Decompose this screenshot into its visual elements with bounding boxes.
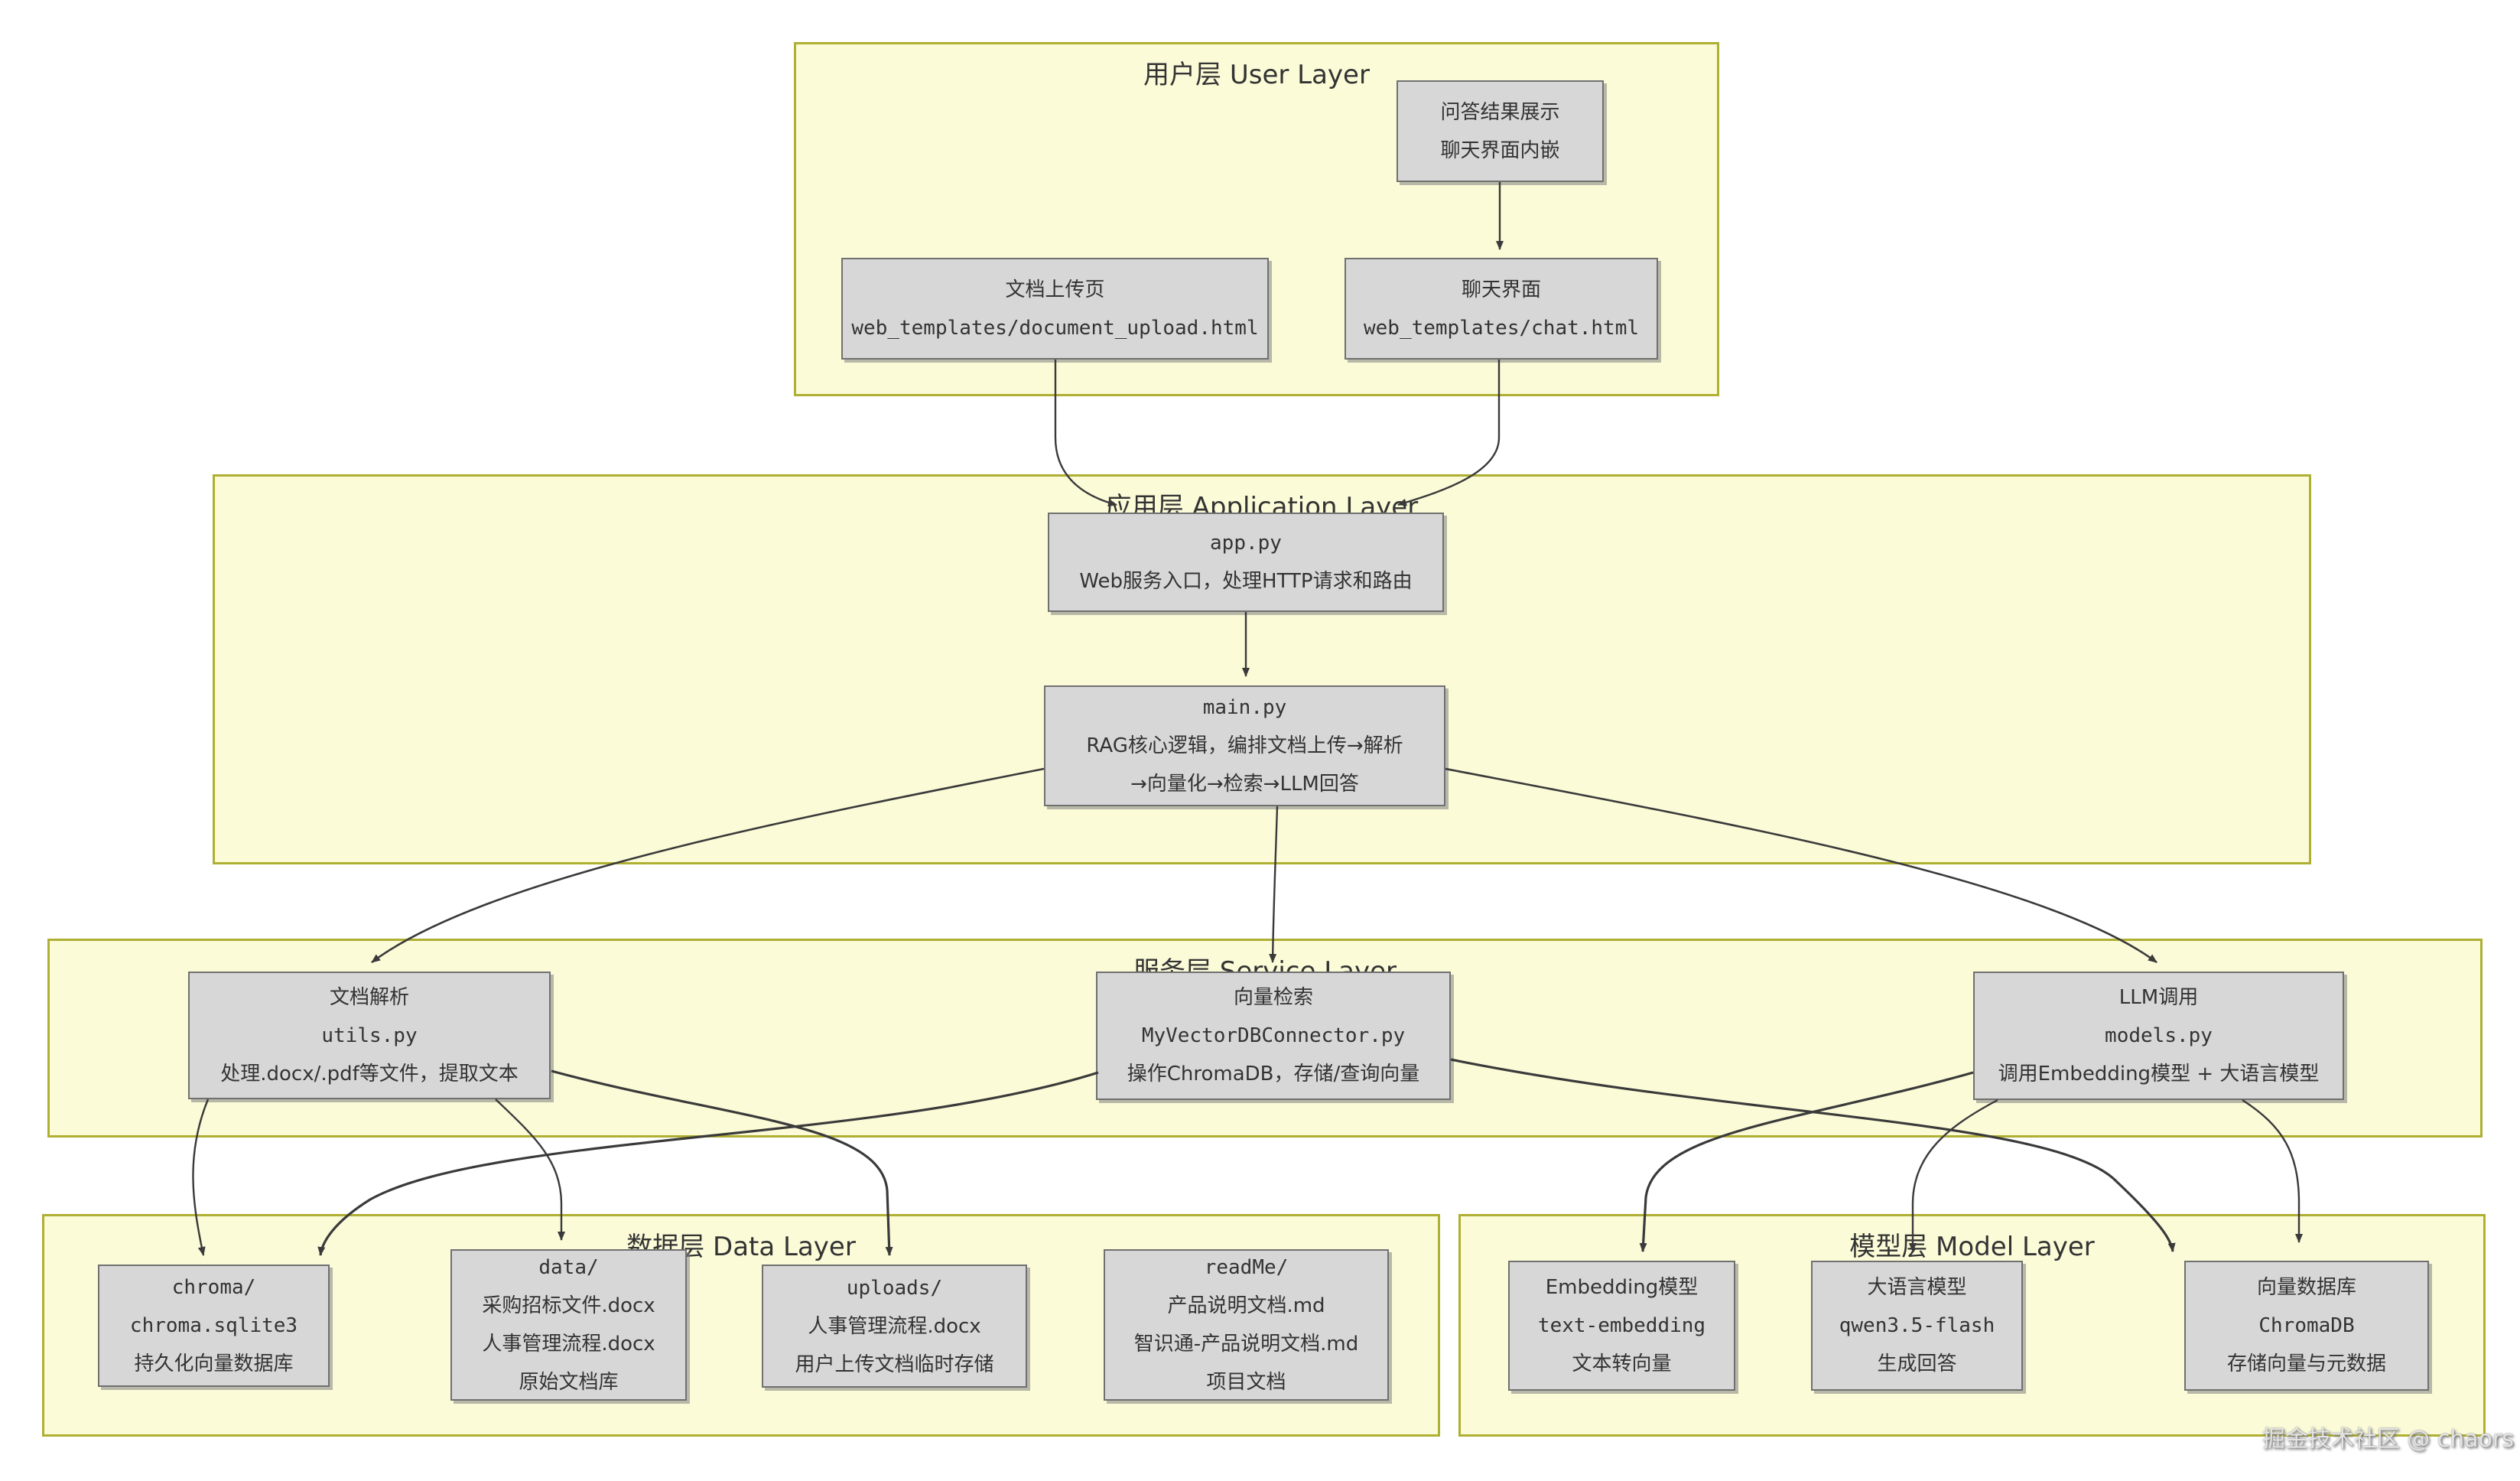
node-chroma-dir-line: 持久化向量数据库 bbox=[134, 1352, 294, 1375]
node-vector-db: 向量数据库 ChromaDB 存储向量与元数据 bbox=[2184, 1261, 2429, 1391]
node-uploads-dir-line: 用户上传文档临时存储 bbox=[795, 1352, 994, 1376]
node-upload-page-line: web_templates/document_upload.html bbox=[851, 316, 1259, 340]
node-uploads-dir-line: 人事管理流程.docx bbox=[808, 1314, 981, 1338]
node-llm-call-line: models.py bbox=[2105, 1024, 2213, 1047]
node-data-dir: data/采购招标文件.docx 人事管理流程.docx 原始文档库 bbox=[450, 1249, 687, 1401]
node-vector-search-line: 向量检索 bbox=[1233, 986, 1313, 1009]
node-embedding: Embedding模型 text-embedding 文本转向量 bbox=[1508, 1261, 1735, 1391]
layer-title-model: 模型层 Model Layer bbox=[1849, 1232, 2095, 1262]
node-embedding-line: text-embedding bbox=[1537, 1314, 1706, 1337]
node-readme-dir-line: 产品说明文档.md bbox=[1167, 1294, 1325, 1317]
node-data-dir-line: 采购招标文件.docx bbox=[482, 1294, 655, 1317]
node-app-py-line: Web服务入口，处理HTTP请求和路由 bbox=[1079, 570, 1413, 593]
node-chat-page: 聊天界面 web_templates/chat.html bbox=[1345, 258, 1658, 360]
node-llm-model-line: 生成回答 bbox=[1877, 1352, 1957, 1375]
node-chroma-dir-line: chroma.sqlite3 bbox=[129, 1314, 298, 1337]
node-vector-search-line: MyVectorDBConnector.py bbox=[1141, 1024, 1406, 1047]
node-llm-model-line: 大语言模型 bbox=[1867, 1276, 1967, 1299]
node-chat-page-line: 聊天界面 bbox=[1461, 278, 1541, 301]
node-readme-dir-line: readMe/ bbox=[1204, 1256, 1289, 1279]
node-vector-db-line: 存储向量与元数据 bbox=[2226, 1352, 2386, 1375]
node-qa-result-line: 问答结果展示 bbox=[1440, 100, 1560, 124]
node-qa-result-line: 聊天界面内嵌 bbox=[1440, 138, 1560, 162]
node-vector-search: 向量检索 MyVectorDBConnector.py 操作ChromaDB，存储/… bbox=[1096, 972, 1451, 1100]
node-vector-search-line: 操作ChromaDB，存储/查询向量 bbox=[1127, 1063, 1420, 1086]
node-chat-page-line: web_templates/chat.html bbox=[1363, 316, 1640, 340]
node-qa-result: 问答结果展示聊天界面内嵌 bbox=[1397, 80, 1604, 182]
node-doc-parse-line: 处理.docx/.pdf等文件，提取文本 bbox=[220, 1062, 519, 1086]
node-chroma-dir: chroma/chroma.sqlite3 持久化向量数据库 bbox=[98, 1265, 330, 1387]
node-doc-parse-line: utils.py bbox=[321, 1024, 418, 1047]
node-embedding-line: Embedding模型 bbox=[1545, 1276, 1699, 1299]
node-uploads-dir: uploads/人事管理流程.docx 用户上传文档临时存储 bbox=[762, 1265, 1027, 1388]
node-main-py-line: main.py bbox=[1202, 696, 1287, 719]
node-chroma-dir-line: chroma/ bbox=[171, 1276, 256, 1299]
node-main-py-line: →向量化→检索→LLM回答 bbox=[1130, 773, 1359, 796]
node-main-py-line: RAG核心逻辑，编排文档上传→解析 bbox=[1086, 734, 1403, 757]
node-vector-db-line: 向量数据库 bbox=[2256, 1276, 2356, 1299]
node-embedding-line: 文本转向量 bbox=[1572, 1352, 1672, 1375]
node-uploads-dir-line: uploads/ bbox=[846, 1276, 943, 1300]
node-doc-parse: 文档解析 utils.py 处理.docx/.pdf等文件，提取文本 bbox=[188, 972, 551, 1099]
node-llm-call: LLM调用 models.py 调用Embedding模型 + 大语言模型 bbox=[1973, 972, 2344, 1100]
node-readme-dir-line: 智识通-产品说明文档.md bbox=[1133, 1333, 1359, 1356]
watermark: 掘金技术社区 @ chaors bbox=[2261, 1426, 2514, 1453]
node-upload-page: 文档上传页 web_templates/document_upload.html bbox=[841, 258, 1269, 360]
node-llm-call-line: 调用Embedding模型 + 大语言模型 bbox=[1998, 1063, 2320, 1086]
node-readme-dir: readMe/产品说明文档.md 智识通-产品说明文档.md 项目文档 bbox=[1104, 1249, 1389, 1401]
node-app-py-line: app.py bbox=[1210, 532, 1282, 555]
node-data-dir-line: 原始文档库 bbox=[519, 1371, 619, 1394]
node-upload-page-line: 文档上传页 bbox=[1005, 278, 1105, 301]
node-llm-model-line: qwen3.5-flash bbox=[1839, 1314, 1995, 1337]
node-readme-dir-line: 项目文档 bbox=[1206, 1371, 1286, 1394]
node-vector-db-line: ChromaDB bbox=[2258, 1314, 2355, 1337]
node-llm-call-line: LLM调用 bbox=[2118, 986, 2199, 1009]
node-doc-parse-line: 文档解析 bbox=[329, 985, 409, 1009]
node-data-dir-line: data/ bbox=[538, 1256, 599, 1279]
layer-title-user: 用户层 User Layer bbox=[1143, 60, 1370, 90]
node-data-dir-line: 人事管理流程.docx bbox=[482, 1333, 655, 1356]
node-llm-model: 大语言模型 qwen3.5-flash 生成回答 bbox=[1811, 1261, 2023, 1391]
